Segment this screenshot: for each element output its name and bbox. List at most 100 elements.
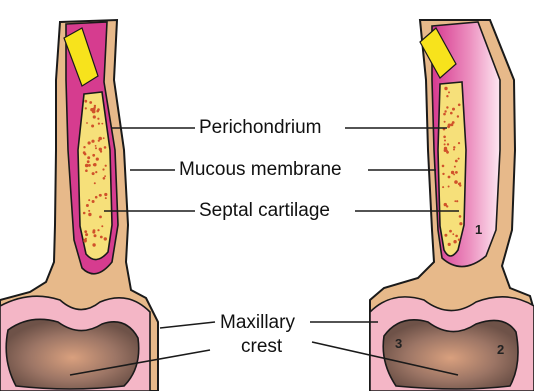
cartilage-dot	[104, 193, 107, 196]
cartilage-dot	[452, 121, 455, 124]
cartilage-dot	[444, 147, 447, 150]
cartilage-dot	[95, 145, 97, 147]
cartilage-dot	[448, 91, 450, 93]
label-septal-cartilage: Septal cartilage	[197, 201, 332, 221]
cartilage-dot	[102, 168, 104, 170]
label-perichondrium: Perichondrium	[197, 118, 324, 138]
cartilage-dot	[99, 216, 102, 219]
cartilage-dot	[454, 166, 456, 168]
cartilage-dot	[444, 234, 447, 237]
label-crest: crest	[239, 337, 284, 357]
cartilage-dot	[99, 148, 102, 151]
cartilage-dot	[105, 197, 107, 199]
cartilage-dot	[92, 172, 95, 175]
cartilage-dot	[97, 118, 99, 120]
cartilage-dot	[92, 231, 95, 234]
cartilage-dot	[83, 212, 86, 215]
cartilage-dot	[101, 123, 103, 125]
cartilage-dot	[104, 175, 106, 177]
cartilage-dot	[94, 182, 96, 184]
cartilage-dot	[95, 171, 97, 173]
cartilage-dot	[92, 154, 95, 157]
cartilage-dot	[96, 158, 99, 161]
cartilage-dot	[85, 233, 88, 236]
number-2: 2	[497, 342, 504, 357]
cartilage-dot	[94, 234, 97, 237]
cartilage-dot	[100, 236, 103, 239]
cartilage-dot	[455, 160, 458, 163]
cartilage-dot	[453, 146, 455, 148]
cartilage-dot	[101, 225, 103, 227]
cartilage-dot	[92, 243, 95, 246]
cartilage-dot	[444, 121, 446, 123]
cartilage-dot	[92, 200, 95, 203]
cartilage-dot	[89, 101, 92, 104]
cartilage-dot	[93, 164, 95, 166]
cartilage-dot	[446, 95, 448, 97]
cartilage-dot	[84, 153, 87, 156]
cartilage-dot	[446, 106, 448, 108]
cartilage-dot	[455, 235, 458, 238]
cartilage-dot	[442, 173, 444, 175]
cartilage-dot	[88, 213, 91, 216]
cartilage-dot	[104, 146, 107, 149]
crest-leader-left-top	[160, 322, 215, 328]
cartilage-dot	[456, 200, 458, 202]
right-septal-cartilage	[438, 82, 466, 256]
cartilage-dot	[452, 233, 454, 235]
cartilage-dot	[88, 141, 91, 144]
number-3: 3	[395, 336, 402, 351]
cartilage-dot	[84, 100, 87, 103]
cartilage-dot	[91, 140, 94, 143]
cartilage-dot	[449, 230, 452, 233]
cartilage-dot	[447, 143, 449, 145]
number-1: 1	[475, 222, 482, 237]
cartilage-dot	[457, 115, 459, 117]
cartilage-dot	[444, 143, 446, 145]
cartilage-dot	[85, 238, 87, 240]
cartilage-dot	[450, 112, 453, 115]
cartilage-dot	[459, 215, 462, 218]
cartilage-dot	[442, 165, 445, 168]
cartilage-dot	[444, 110, 446, 112]
cartilage-dot	[98, 137, 102, 141]
cartilage-dot	[442, 186, 444, 188]
cartilage-dot	[448, 176, 451, 179]
cartilage-dot	[95, 147, 97, 149]
cartilage-dot	[85, 169, 88, 172]
cartilage-dot	[446, 151, 449, 154]
cartilage-dot	[444, 140, 446, 142]
label-maxillary: Maxillary	[218, 313, 297, 333]
cartilage-dot	[447, 125, 450, 128]
cartilage-dot	[88, 199, 90, 201]
cartilage-dot	[451, 171, 454, 174]
cartilage-dot	[452, 108, 455, 111]
cartilage-dot	[459, 184, 461, 186]
cartilage-dot	[97, 229, 99, 231]
cartilage-dot	[444, 203, 447, 206]
cartilage-dot	[458, 142, 460, 144]
cartilage-dot	[83, 146, 85, 148]
cartilage-dot	[443, 136, 446, 139]
cartilage-dot	[458, 158, 460, 160]
cartilage-dot	[453, 149, 455, 151]
cartilage-dot	[85, 164, 89, 168]
label-mucous-membrane: Mucous membrane	[177, 160, 344, 180]
cartilage-dot	[459, 182, 461, 184]
cartilage-dot	[444, 87, 447, 90]
cartilage-dot	[458, 239, 460, 241]
cartilage-dot	[103, 137, 105, 139]
cartilage-dot	[95, 196, 98, 199]
cartilage-dot	[87, 156, 90, 159]
cartilage-dot	[104, 237, 107, 240]
cartilage-dot	[98, 123, 100, 125]
cartilage-dot	[91, 125, 94, 128]
cartilage-dot	[84, 230, 87, 233]
cartilage-dot	[448, 186, 450, 188]
cartilage-dot	[458, 104, 461, 107]
cartilage-dot	[453, 240, 456, 243]
cartilage-dot	[92, 108, 96, 112]
cartilage-dot	[85, 107, 87, 109]
cartilage-dot	[103, 177, 106, 180]
cartilage-dot	[86, 122, 88, 124]
